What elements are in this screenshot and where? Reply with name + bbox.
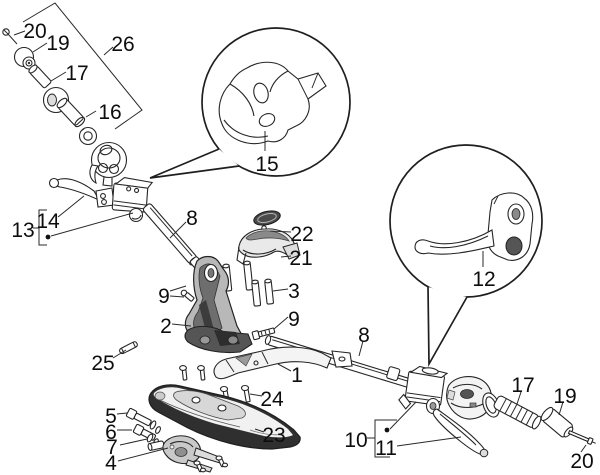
part-9-bolt-lower [251, 327, 276, 341]
callout-6: 6 [105, 421, 117, 444]
part-21-upper-cover [236, 228, 301, 265]
callout-24: 24 [260, 388, 284, 411]
callout-3: 3 [288, 280, 300, 303]
callout-19-top-left: 19 [46, 32, 69, 55]
callout-14: 14 [36, 210, 60, 233]
left-brake-lever-assembly [48, 176, 154, 223]
part-23-front-cover [148, 384, 301, 450]
part-20-screw [2, 28, 18, 45]
part-16-sleeve [56, 97, 98, 146]
mounting-studs [222, 260, 274, 307]
part-15-handlebar-clamp [218, 61, 327, 145]
callout-8-left: 8 [186, 207, 198, 230]
callout-26: 26 [111, 33, 134, 56]
callout-20-top-left: 20 [23, 20, 46, 43]
detail-balloon-12 [389, 144, 543, 368]
part-17-grip [482, 392, 542, 430]
callout-2: 2 [160, 315, 172, 338]
part-20-bar-end-screw [567, 429, 596, 445]
part-1-rear-cover [213, 346, 353, 380]
callout-5: 5 [105, 405, 117, 428]
right-switch-housing [446, 376, 493, 420]
part-2-bracket [184, 255, 253, 354]
callout-21: 21 [289, 247, 312, 270]
callout-12: 12 [472, 268, 495, 291]
group-26-bracket-lines [22, 2, 143, 130]
callout-9-lower: 9 [288, 308, 300, 331]
part-5-bolt [125, 407, 161, 434]
callout-7: 7 [106, 436, 118, 459]
callout-11: 11 [375, 437, 397, 460]
leader-lines [13, 30, 587, 462]
handlebar-riser-clamp [89, 141, 128, 187]
part-19-bar-end-weight [540, 406, 574, 438]
callout-9-upper: 9 [158, 285, 170, 308]
callout-8-right: 8 [358, 324, 370, 347]
part-9-screw-upper [180, 289, 195, 302]
callout-17-top-left: 17 [65, 62, 88, 85]
right-brake-assembly [398, 365, 489, 458]
callout-13: 13 [11, 219, 34, 242]
callout-17-right: 17 [511, 374, 534, 397]
callout-10: 10 [344, 429, 367, 452]
part-12-brake-lever-detail [414, 192, 534, 261]
callout-16: 16 [98, 101, 121, 124]
callout-20-right: 20 [570, 450, 593, 473]
callout-22: 22 [290, 223, 313, 246]
callout-1: 1 [291, 364, 303, 387]
callout-25: 25 [91, 352, 114, 375]
cover-screws [179, 365, 206, 381]
part-19-damper [13, 46, 36, 70]
detail-balloon-15 [149, 27, 351, 179]
callout-4: 4 [105, 452, 117, 475]
callout-15: 15 [255, 153, 278, 176]
callout-23: 23 [262, 424, 285, 447]
part-4-throttle-assembly [147, 435, 229, 473]
callout-labels: 20 19 17 16 26 15 12 13 14 8 22 21 9 3 2… [11, 20, 593, 475]
callout-19-right: 19 [553, 385, 576, 408]
